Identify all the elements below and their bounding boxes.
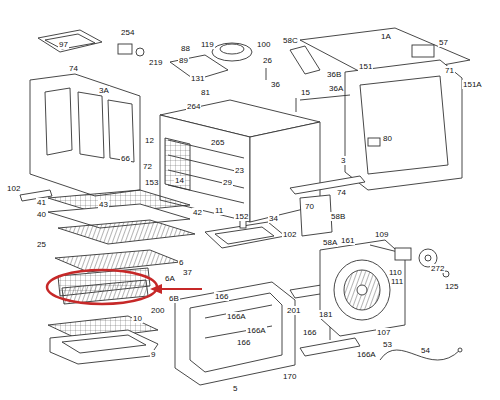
callout-number: 37 — [182, 268, 193, 277]
callout-number: 6A — [164, 274, 176, 283]
callout-number: 3A — [98, 86, 110, 95]
callout-number: 36B — [326, 70, 342, 79]
callout-number: 109 — [374, 230, 389, 239]
callout-number: 26 — [262, 56, 273, 65]
callout-number: 131 — [190, 74, 205, 83]
callout-number: 107 — [376, 328, 391, 337]
callout-number: 71 — [444, 66, 455, 75]
callout-number: 100 — [256, 40, 271, 49]
callout-number: 11 — [214, 206, 224, 215]
callout-number: 152 — [234, 212, 249, 221]
callout-number: 181 — [318, 310, 333, 319]
callout-number: 81 — [200, 88, 211, 97]
callout-number: 102 — [6, 184, 21, 193]
callout-number: 89 — [178, 56, 189, 65]
callout-number: 151 — [358, 62, 373, 71]
callout-number: 166 — [214, 292, 229, 301]
callout-number: 97 — [58, 40, 69, 49]
callout-number: 5 — [232, 384, 238, 393]
callout-number: 15 — [300, 88, 311, 97]
callout-number: 58C — [282, 36, 299, 45]
callout-number: 10 — [132, 314, 143, 323]
callout-number: 29 — [222, 178, 233, 187]
callout-number: 36A — [328, 84, 344, 93]
callout-number: 125 — [444, 282, 459, 291]
callout-number: 70 — [304, 202, 315, 211]
callout-number: 12 — [144, 136, 155, 145]
callout-number: 219 — [148, 58, 163, 67]
callout-number: 153 — [144, 178, 159, 187]
callout-number: 41 — [36, 198, 47, 207]
callout-number: 166 — [236, 338, 251, 347]
callout-number: 42 — [192, 208, 203, 217]
callout-number: 119 — [200, 40, 215, 49]
callout-number: 40 — [36, 210, 47, 219]
callout-number: 43 — [98, 200, 109, 209]
callout-number: 36 — [270, 80, 281, 89]
callout-number: 1A — [380, 32, 392, 41]
callout-number: 25 — [36, 240, 47, 249]
callout-number: 53 — [382, 340, 393, 349]
callout-number: 58A — [322, 238, 338, 247]
callout-number: 201 — [286, 306, 301, 315]
callout-number: 34 — [268, 214, 279, 223]
callout-number: 74 — [68, 64, 79, 73]
callout-number: 14 — [174, 176, 185, 185]
callout-number: 102 — [282, 230, 297, 239]
callout-number: 9 — [150, 350, 156, 359]
callout-number: 111 — [390, 277, 404, 286]
callout-number: 272 — [430, 264, 445, 273]
callout-number: 170 — [282, 372, 297, 381]
callout-number: 166A — [226, 312, 247, 321]
callout-number: 166 — [302, 328, 317, 337]
callout-number: 161 — [340, 236, 355, 245]
callout-number: 151A — [462, 80, 483, 89]
callout-number: 254 — [120, 28, 135, 37]
callout-number: 166A — [356, 350, 377, 359]
callout-number: 66 — [120, 154, 131, 163]
callout-number: 110 — [388, 268, 403, 277]
callout-number: 23 — [234, 166, 245, 175]
callout-number: 166A — [246, 326, 267, 335]
callout-number: 88 — [180, 44, 191, 53]
callout-number: 6B — [168, 294, 180, 303]
callout-number: 74 — [336, 188, 347, 197]
callout-number: 72 — [142, 162, 153, 171]
callout-number: 6 — [178, 258, 184, 267]
callout-number: 57 — [438, 38, 449, 47]
callout-number: 265 — [210, 138, 225, 147]
callout-number: 54 — [420, 346, 431, 355]
callout-number: 80 — [382, 134, 393, 143]
callout-number: 3 — [340, 156, 346, 165]
highlight-mark — [47, 270, 202, 304]
callout-number: 200 — [150, 306, 165, 315]
callout-number: 264 — [186, 102, 201, 111]
callout-number: 58B — [330, 212, 346, 221]
